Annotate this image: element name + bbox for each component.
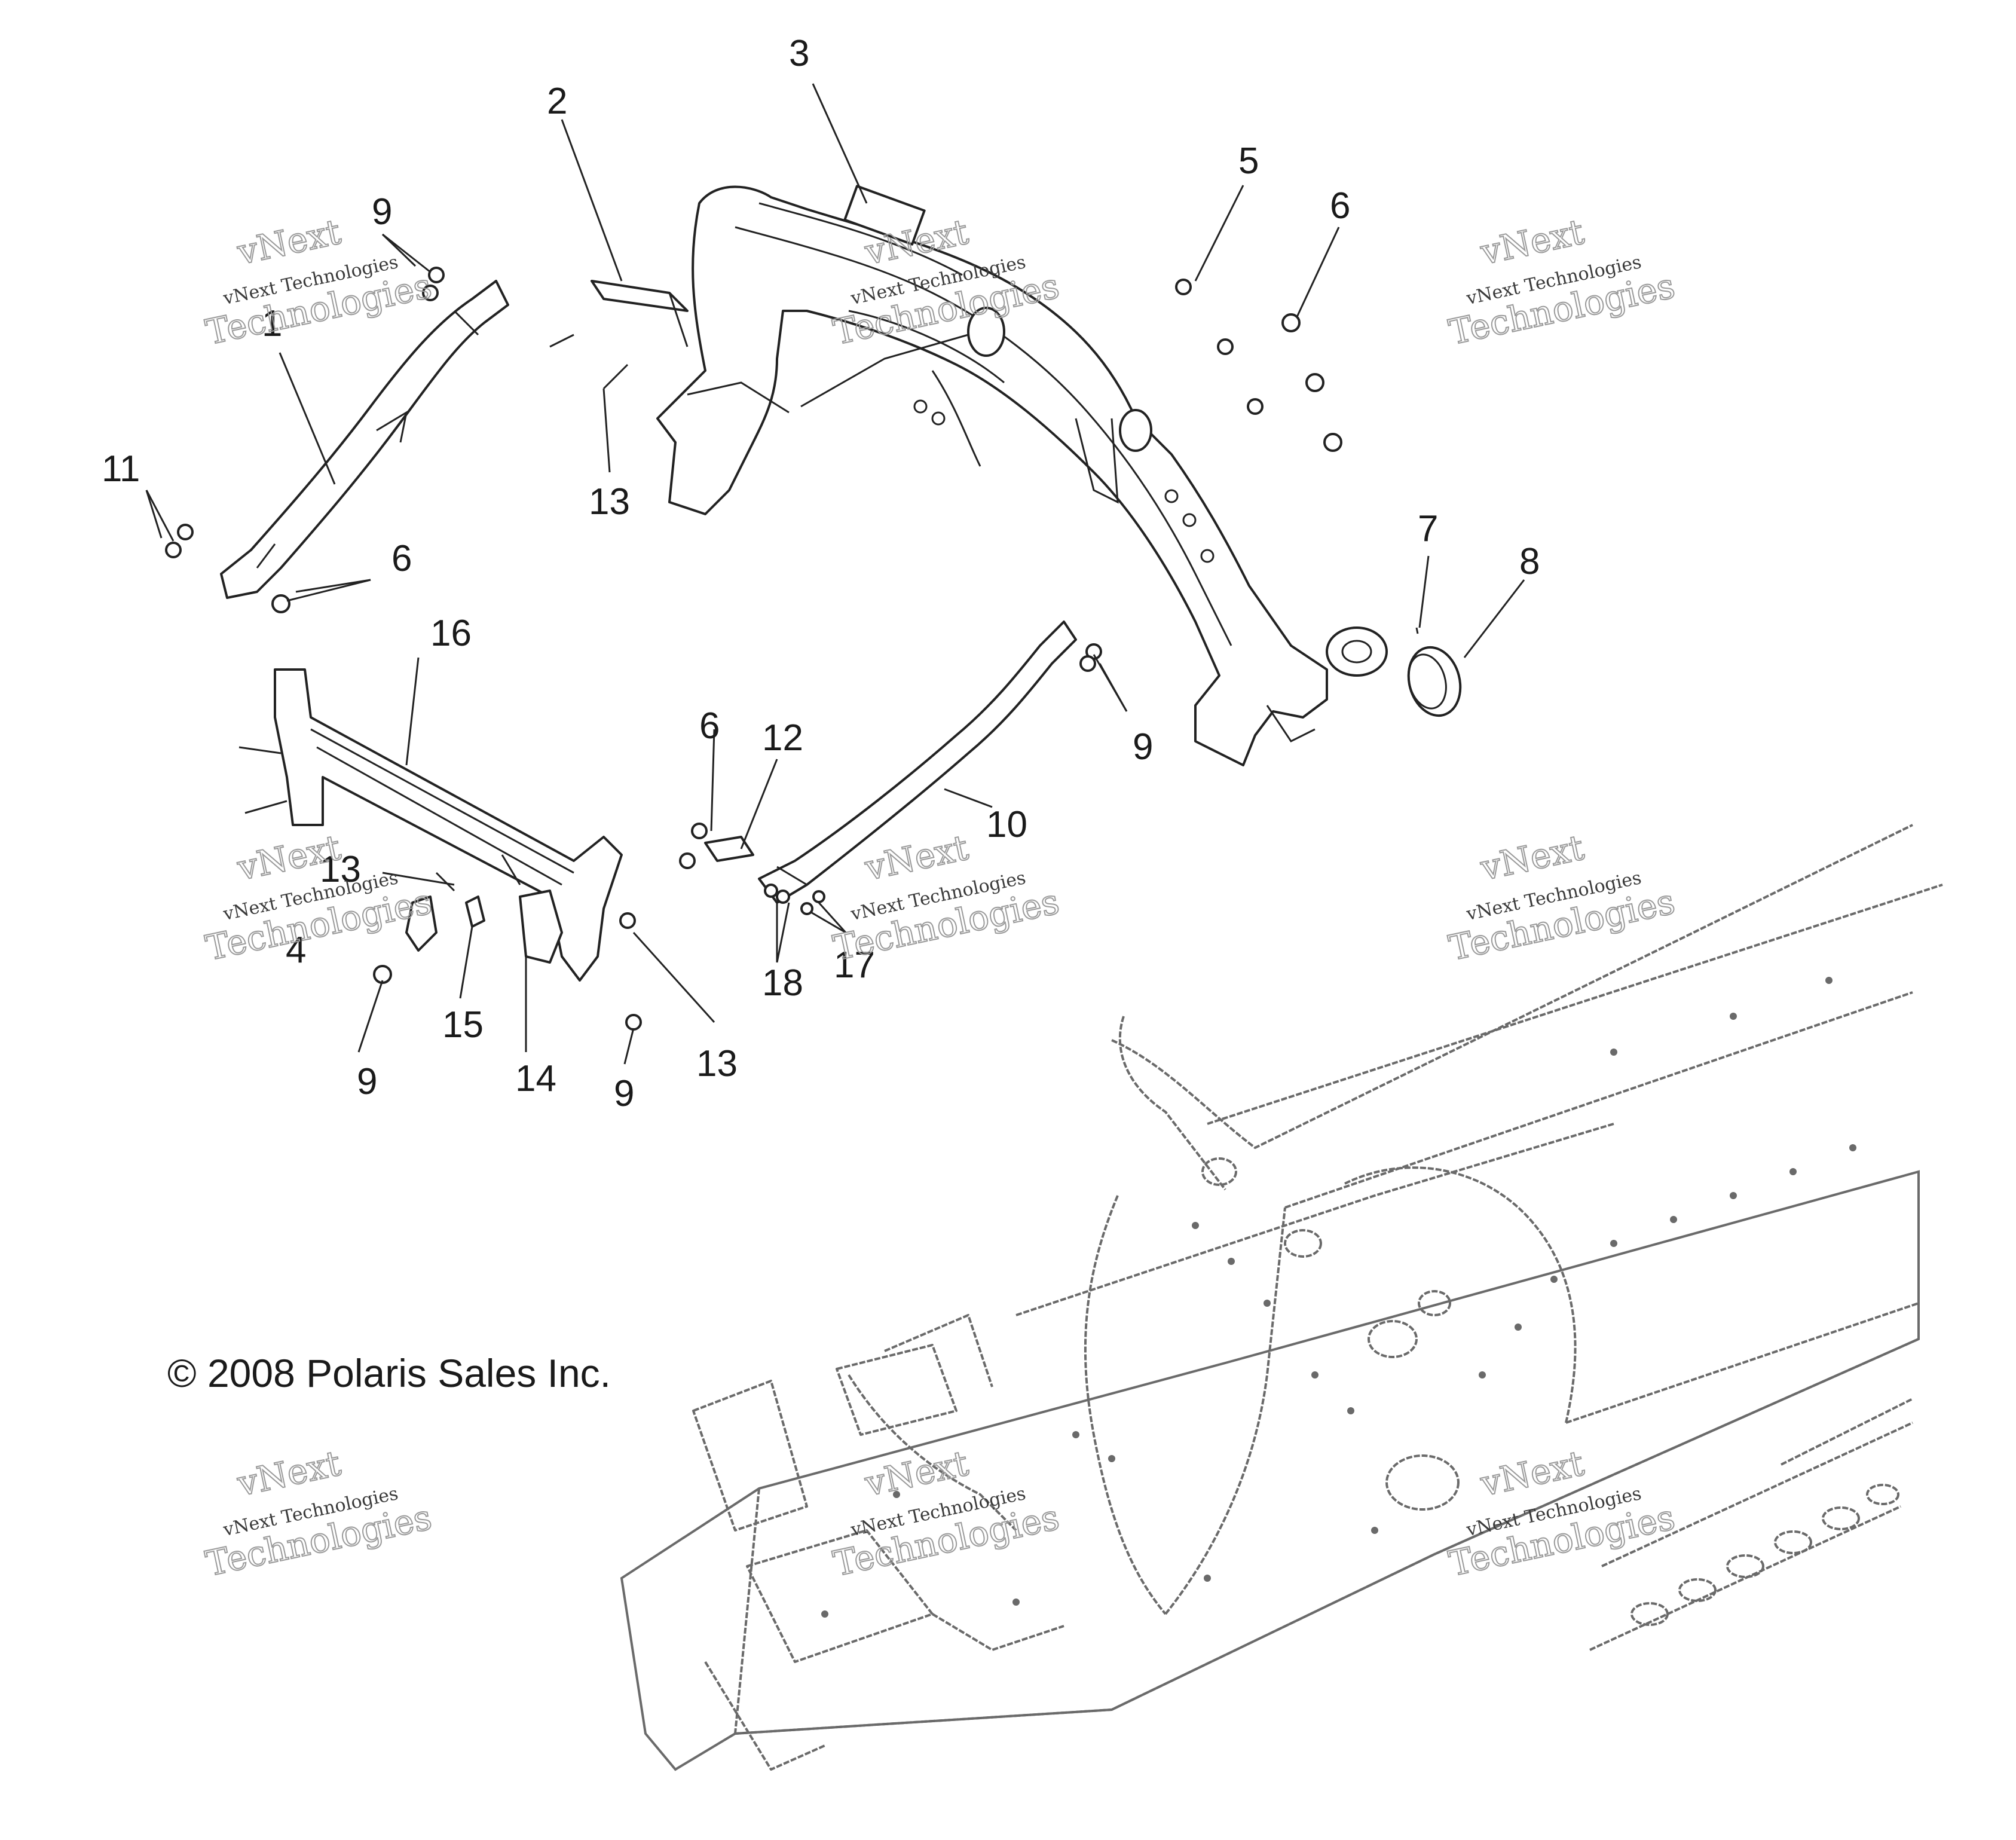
part-10-strut — [758, 621, 1077, 904]
callout-13b: 13 — [320, 849, 361, 890]
callout-9a: 9 — [372, 191, 392, 233]
watermark-3: vNext vNext Technologies Technologies — [1445, 210, 1679, 353]
callout-13c: 13 — [696, 1043, 738, 1084]
callout-12: 12 — [762, 717, 803, 759]
chassis-holes — [1201, 1157, 1899, 1626]
chassis-rivets — [821, 977, 1856, 1618]
callout-6c: 6 — [699, 705, 720, 747]
callout-6a: 6 — [1330, 185, 1350, 227]
callout-13a: 13 — [589, 481, 630, 522]
callout-9b: 9 — [1133, 726, 1153, 768]
callout-1: 1 — [262, 303, 282, 344]
part-14-bracket — [519, 890, 563, 964]
callout-3: 3 — [789, 33, 809, 74]
callout-11: 11 — [102, 448, 140, 490]
svg-text:vNext: vNext — [234, 1442, 344, 1504]
leader-lines — [145, 83, 1525, 1065]
callout-17: 17 — [834, 945, 875, 986]
svg-text:vNext: vNext — [861, 827, 972, 888]
callout-9c: 9 — [357, 1061, 377, 1102]
watermark-6: vNext vNext Technologies Technologies — [1445, 826, 1679, 969]
part-1-strut — [220, 280, 509, 599]
watermark-7: vNext vNext Technologies Technologies — [201, 1442, 436, 1585]
watermark-4: vNext vNext Technologies Technologies — [201, 826, 436, 969]
callouts: 1 2 3 4 5 6 6 6 7 8 9 9 9 9 10 11 12 13 … — [102, 33, 1540, 1114]
watermark-1: vNext vNext Technologies Technologies — [201, 210, 436, 353]
watermark-2: vNext vNext Technologies Technologies — [829, 210, 1063, 353]
part-4-bracket — [405, 895, 438, 952]
fasteners — [165, 267, 1419, 1031]
callout-14: 14 — [515, 1058, 556, 1099]
part-2-bracket — [591, 280, 689, 347]
svg-text:vNext: vNext — [1477, 827, 1587, 888]
callout-16: 16 — [430, 613, 472, 654]
callout-7: 7 — [1418, 508, 1438, 549]
callout-6b: 6 — [391, 538, 412, 579]
copyright-notice: © 2008 Polaris Sales Inc. — [167, 1351, 611, 1395]
callout-9d: 9 — [614, 1073, 634, 1114]
callout-18: 18 — [762, 962, 803, 1004]
chassis-illustration — [620, 824, 1943, 1771]
part-12-plate — [704, 836, 825, 915]
callout-5: 5 — [1238, 140, 1259, 182]
part-8-cap — [1407, 646, 1462, 717]
callout-2: 2 — [547, 81, 567, 122]
part-16-lower-frame — [238, 668, 623, 982]
callout-4: 4 — [286, 930, 306, 971]
svg-text:vNext: vNext — [1477, 211, 1587, 273]
callout-15: 15 — [442, 1004, 484, 1046]
svg-text:vNext: vNext — [234, 211, 344, 273]
callout-8: 8 — [1519, 541, 1540, 582]
part-15-clip — [465, 895, 485, 928]
callout-10: 10 — [986, 804, 1027, 845]
